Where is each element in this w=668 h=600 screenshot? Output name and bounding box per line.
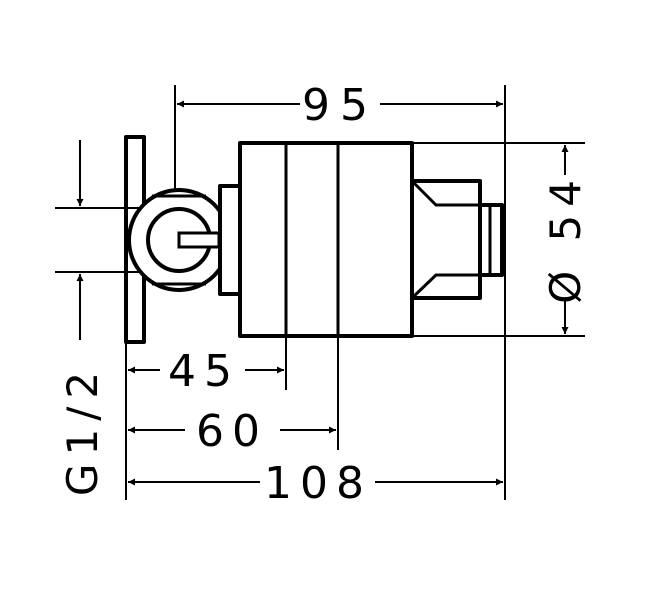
shoulder-bevel-top [410,179,480,207]
dim-thread-label: G1/2 [58,364,107,496]
dim-95-label: 95 [302,80,378,131]
bore-pointer [177,231,221,249]
dim-45-label: 45 [168,346,240,397]
main-body [238,141,414,338]
valve-body-drawing [124,135,504,344]
right-shoulder [410,179,482,300]
dim-108-label: 108 [264,458,372,509]
dim-54-label: Ø 54 [541,172,590,304]
dim-60-label: 60 [196,406,268,457]
shoulder-bevel-bottom [410,273,480,300]
